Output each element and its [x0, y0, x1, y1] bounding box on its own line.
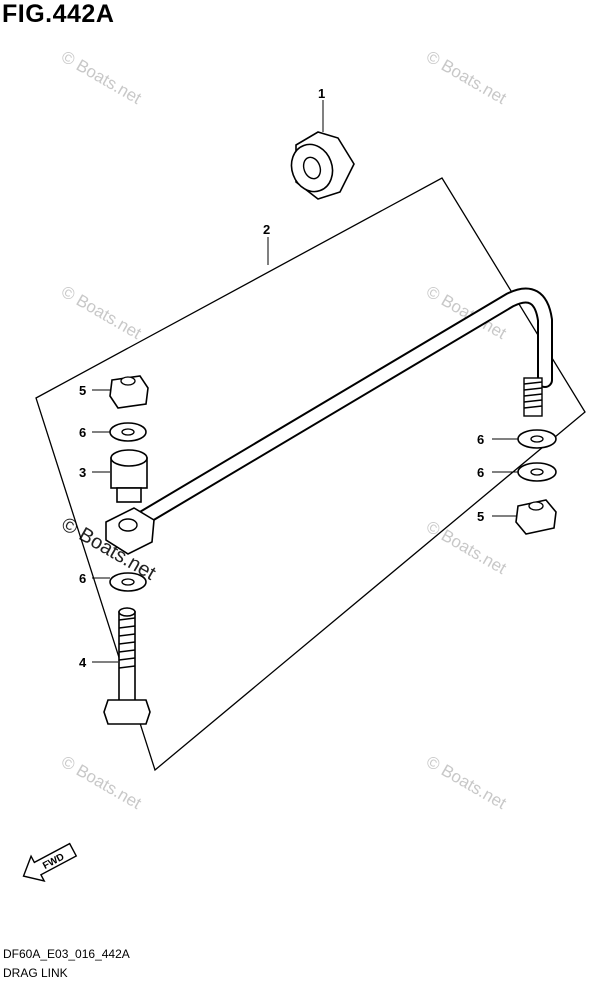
callout-part-6: 6 [477, 432, 484, 447]
figure-name: DRAG LINK [3, 966, 68, 980]
kit-outline-box [35, 177, 586, 772]
part-2-drag-link-rod [105, 287, 553, 555]
part-1-bushing [290, 131, 355, 200]
callout-part-6: 6 [477, 465, 484, 480]
callout-part-2: 2 [263, 222, 270, 237]
part-6-washer-right-bottom [517, 462, 557, 482]
leader-lines [92, 100, 518, 663]
watermark: © Boats.net [58, 47, 145, 108]
part-5-nut-left [109, 375, 149, 409]
watermark: © Boats.net [58, 752, 145, 813]
part-3-collar [110, 449, 148, 503]
part-6-washer-right-top [517, 429, 557, 449]
callout-part-4: 4 [79, 655, 87, 670]
fwd-arrow: FWD [22, 842, 78, 882]
watermark: © Boats.net [423, 752, 510, 813]
callout-part-5: 5 [79, 383, 86, 398]
callout-part-1: 1 [318, 86, 325, 101]
part-6-washer-left-top [109, 422, 147, 442]
figure-title: FIG.442A [2, 0, 115, 28]
part-6-washer-left-bottom [109, 572, 147, 592]
watermark: © Boats.net [423, 517, 510, 578]
fwd-label: FWD [41, 852, 66, 872]
part-5-nut-right [515, 499, 557, 535]
callout-part-5: 5 [477, 509, 484, 524]
watermark: © Boats.net [423, 47, 510, 108]
watermark: © Boats.net [58, 282, 145, 343]
callout-part-6: 6 [79, 571, 86, 586]
callout-part-3: 3 [79, 465, 86, 480]
callout-part-6: 6 [79, 425, 86, 440]
part-4-bolt [103, 607, 151, 725]
figure-code: DF60A_E03_016_442A [3, 947, 130, 961]
